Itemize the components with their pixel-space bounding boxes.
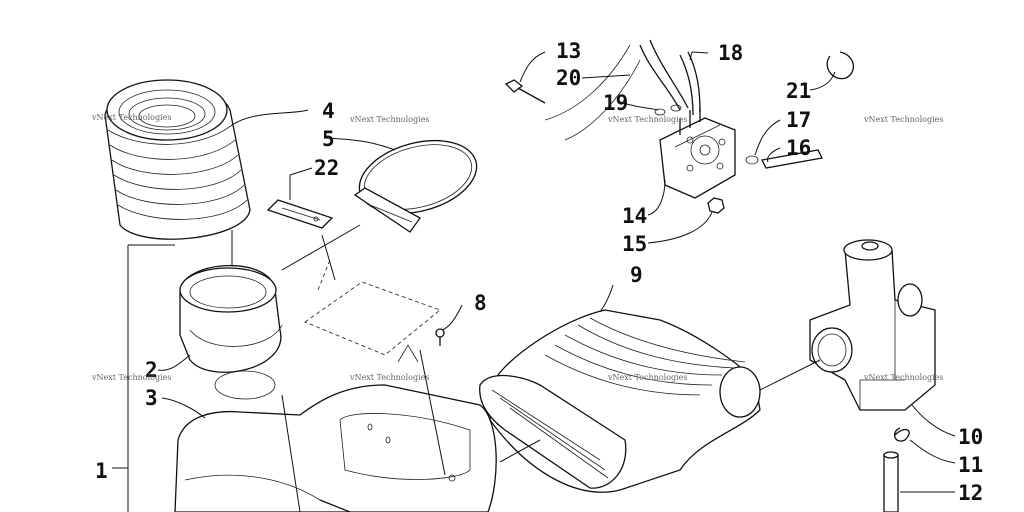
vent-tube xyxy=(883,451,899,512)
watermark: vNext Technologies xyxy=(349,115,429,124)
callout-3: 3 xyxy=(145,386,158,410)
watermark: vNext Technologies xyxy=(607,373,687,382)
carburetor xyxy=(809,239,936,411)
callout-12: 12 xyxy=(958,481,983,505)
fuel-pump xyxy=(659,108,736,199)
callout-11: 11 xyxy=(958,453,983,477)
callout-15: 15 xyxy=(622,232,647,256)
callout-5: 5 xyxy=(322,127,335,151)
callout-14: 14 xyxy=(622,204,647,228)
intake-boot-bellows xyxy=(104,79,251,240)
callout-8: 8 xyxy=(474,291,487,315)
reference-box-edge xyxy=(317,259,331,291)
callout-17: 17 xyxy=(786,108,811,132)
reference-box xyxy=(304,281,441,356)
screw xyxy=(435,328,445,346)
callout-10: 10 xyxy=(958,425,983,449)
callout-16: 16 xyxy=(786,136,811,160)
small-plate xyxy=(266,199,334,229)
callout-9: 9 xyxy=(630,263,643,287)
callout-1: 1 xyxy=(95,459,108,483)
callout-2: 2 xyxy=(145,358,158,382)
leader-lines xyxy=(112,51,956,512)
fuel-hoses xyxy=(544,39,701,141)
nut xyxy=(707,197,725,214)
spring-clip xyxy=(893,427,910,442)
callout-21: 21 xyxy=(786,79,811,103)
callout-19: 19 xyxy=(603,91,628,115)
pulse-hose xyxy=(745,149,823,169)
callout-22: 22 xyxy=(314,156,339,180)
small-clamps xyxy=(654,104,682,116)
watermark: vNext Technologies xyxy=(607,115,687,124)
callout-13: 13 xyxy=(556,39,581,63)
intake-adapter xyxy=(179,264,283,400)
callout-20: 20 xyxy=(556,66,581,90)
watermark: vNext Technologies xyxy=(349,373,429,382)
ring-clip xyxy=(826,51,854,80)
watermark: vNext Technologies xyxy=(91,113,171,122)
hose-clamp xyxy=(353,140,478,233)
watermark: vNext Technologies xyxy=(863,115,943,124)
callout-4: 4 xyxy=(322,99,335,123)
watermark: vNext Technologies xyxy=(863,373,943,382)
callout-18: 18 xyxy=(718,41,743,65)
airbox-housing xyxy=(174,344,497,512)
watermark: vNext Technologies xyxy=(91,373,171,382)
carburetor-boot xyxy=(479,309,761,493)
bolt xyxy=(504,79,546,104)
